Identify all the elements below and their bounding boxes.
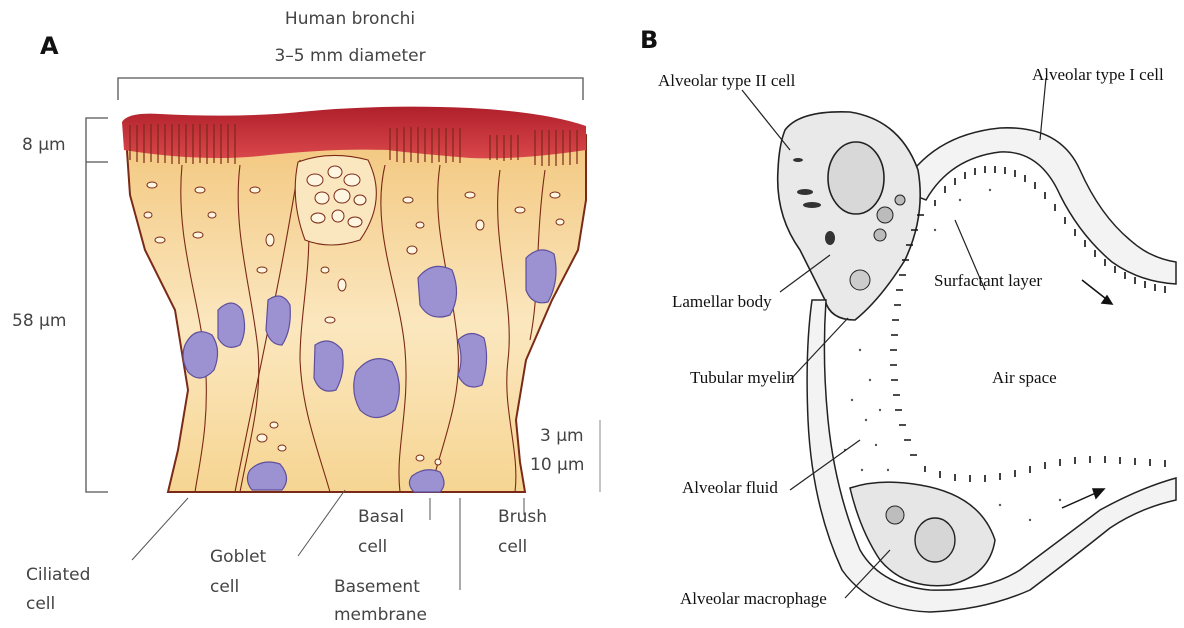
label-alveolar-fluid: Alveolar fluid <box>682 478 778 497</box>
label-surfactant-layer: Surfactant layer <box>934 271 1042 290</box>
brush-label-2: cell <box>498 537 527 557</box>
nucleus-2 <box>218 303 245 347</box>
ciliated-label-1: Ciliated <box>26 565 90 585</box>
label-type-ii-cell: Alveolar type II cell <box>658 71 796 90</box>
type-ii-nucleus <box>828 142 884 214</box>
brush-label-1: Brush <box>498 507 547 527</box>
goblet-label-2: cell <box>210 577 239 597</box>
panel-a: A Human bronchi 3–5 mm diameter 8 µm 58 … <box>12 9 600 625</box>
dim-8um: 8 µm <box>22 135 66 155</box>
upper-alveolar-wall <box>900 128 1176 284</box>
dim-58um: 58 µm <box>12 311 66 331</box>
label-air-space: Air space <box>992 368 1057 387</box>
basal-label-2: cell <box>358 537 387 557</box>
nucleus-8 <box>526 250 556 303</box>
label-type-i-cell: Alveolar type I cell <box>1032 65 1164 84</box>
panel-b-letter: B <box>640 26 658 54</box>
basal-label-1: Basal <box>358 507 404 527</box>
leader-lines-a <box>132 490 524 590</box>
flow-arrows <box>1062 280 1112 508</box>
height-bracket <box>86 118 108 492</box>
nucleus-7 <box>458 333 487 387</box>
macrophage-vesicle <box>886 506 904 524</box>
panel-b: B <box>640 26 1176 612</box>
nucleus-5 <box>354 359 400 418</box>
panel-a-title-line2: 3–5 mm diameter <box>274 46 425 66</box>
nucleus-4 <box>314 341 343 391</box>
label-tubular-myelin: Tubular myelin <box>690 368 795 387</box>
width-bracket <box>118 78 583 100</box>
basement-label-1: Basement <box>334 577 420 597</box>
dim-10um: 10 µm <box>530 455 584 475</box>
ciliated-label-2: cell <box>26 594 55 614</box>
surfactant-dashes <box>890 166 1165 482</box>
lower-alveolar-wall <box>807 300 1176 612</box>
dim-3um: 3 µm <box>540 426 584 446</box>
label-alveolar-macrophage: Alveolar macrophage <box>680 589 827 608</box>
nucleus-6 <box>418 266 457 317</box>
label-lamellar-body: Lamellar body <box>672 292 772 311</box>
goblet-label-1: Goblet <box>210 547 267 567</box>
nucleus-1 <box>183 332 217 378</box>
panel-a-title-line1: Human bronchi <box>285 9 415 29</box>
macrophage-nucleus <box>915 518 955 562</box>
panel-a-letter: A <box>40 32 59 60</box>
basement-label-2: membrane <box>334 605 427 625</box>
